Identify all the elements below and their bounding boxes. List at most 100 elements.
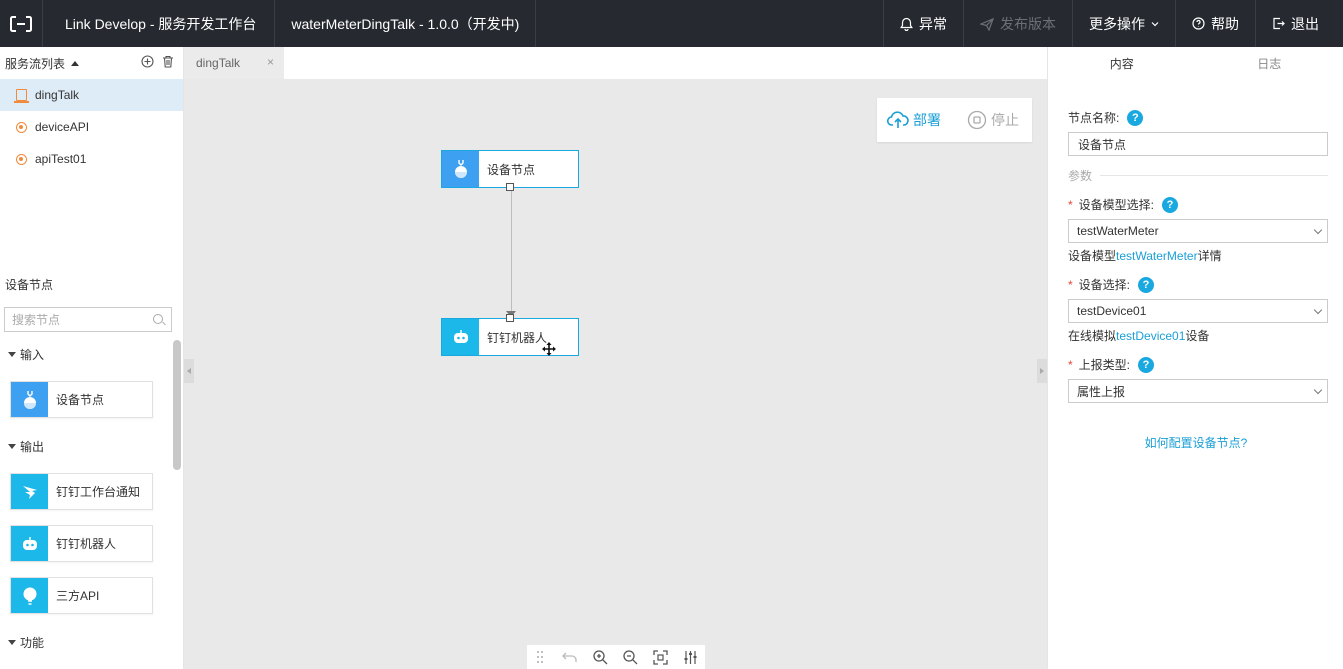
node-label: 钉钉机器人 <box>487 330 548 345</box>
collapse-left-handle[interactable] <box>184 359 194 383</box>
editor-tab-bar: dingTalk × <box>184 47 1047 79</box>
palette-scrollbar[interactable] <box>173 340 181 470</box>
params-label: 参数 <box>1068 169 1093 183</box>
input-port[interactable] <box>506 314 514 322</box>
chevron-down-icon <box>1151 21 1159 26</box>
caret-down-icon <box>8 444 16 449</box>
undo-icon[interactable] <box>561 648 579 666</box>
app-title[interactable]: Link Develop - 服务开发工作台 <box>43 0 276 47</box>
flow-list-header: 服务流列表 <box>0 47 183 79</box>
logo-icon[interactable] <box>0 0 43 47</box>
cloud-upload-icon <box>887 111 909 128</box>
alert-label: 异常 <box>919 15 947 32</box>
palette-item-label: 钉钉工作台通知 <box>56 485 141 499</box>
publish-button[interactable]: 发布版本 <box>963 0 1072 47</box>
palette-dingding-robot[interactable]: 钉钉机器人 <box>10 525 153 562</box>
node-search-input[interactable]: 搜索节点 <box>4 307 172 332</box>
flow-edge[interactable] <box>511 191 512 314</box>
group-function[interactable]: 功能 <box>8 634 44 651</box>
caret-up-icon[interactable] <box>71 60 80 66</box>
drag-handle-icon[interactable] <box>531 648 549 666</box>
trash-icon <box>163 55 173 68</box>
zoom-in-icon[interactable] <box>591 648 609 666</box>
node-section-title: 设备节点 <box>5 278 54 292</box>
add-flow-button[interactable] <box>141 55 154 71</box>
node-name-field[interactable]: 设备节点 <box>1068 132 1328 156</box>
send-icon <box>980 17 994 31</box>
flow-item-label: dingTalk <box>35 88 80 102</box>
api-icon <box>11 578 48 613</box>
help-icon[interactable]: ? <box>1162 196 1179 213</box>
more-actions-dropdown[interactable]: 更多操作 <box>1072 0 1175 47</box>
stop-label: 停止 <box>991 112 1019 128</box>
logout-icon <box>1273 17 1285 30</box>
report-type-select[interactable]: 属性上报 <box>1068 379 1328 403</box>
top-bar: Link Develop - 服务开发工作台 waterMeterDingTal… <box>0 0 1343 47</box>
collapse-right-handle[interactable] <box>1037 359 1047 383</box>
output-port[interactable] <box>506 183 514 191</box>
logout-button[interactable]: 退出 <box>1255 0 1343 47</box>
logout-label: 退出 <box>1291 15 1319 32</box>
node-name-label: 节点名称: <box>1068 111 1120 125</box>
tab-dingtalk[interactable]: dingTalk × <box>184 47 284 79</box>
flow-list-title[interactable]: 服务流列表 <box>5 56 66 71</box>
search-icon[interactable] <box>153 314 163 324</box>
help-circle-icon <box>1192 17 1205 30</box>
required-mark: * <box>1068 277 1073 292</box>
help-label: 帮助 <box>1211 15 1239 32</box>
canvas-node-robot[interactable]: 钉钉机器人 <box>441 318 579 356</box>
flow-item-dingtalk[interactable]: dingTalk <box>0 79 183 111</box>
device-select[interactable]: testDevice01 <box>1068 299 1328 323</box>
palette-device-node[interactable]: 设备节点 <box>10 381 153 418</box>
settings-sliders-icon[interactable] <box>681 648 699 666</box>
zoom-out-icon[interactable] <box>621 648 639 666</box>
required-mark: * <box>1068 357 1073 372</box>
alert-button[interactable]: 异常 <box>883 0 963 47</box>
canvas-node-device[interactable]: 设备节点 <box>441 150 579 188</box>
node-palette: 输入 设备节点 输出 钉钉工作台通知 钉钉机器人 <box>0 340 172 669</box>
help-button[interactable]: 帮助 <box>1175 0 1255 47</box>
model-detail-link[interactable]: testWaterMeter <box>1116 249 1198 263</box>
group-function-label: 功能 <box>20 636 45 650</box>
help-icon[interactable]: ? <box>1138 276 1155 293</box>
deploy-label: 部署 <box>913 112 941 128</box>
dingtalk-icon <box>11 474 48 509</box>
node-label: 设备节点 <box>487 162 536 177</box>
help-icon[interactable]: ? <box>1138 356 1155 373</box>
flow-circle-icon <box>16 153 27 165</box>
flow-canvas[interactable]: 部署 停止 设备节点 钉钉机器人 <box>184 79 1047 669</box>
fit-view-icon[interactable] <box>651 648 669 666</box>
device-note-suffix: 设备 <box>1185 329 1210 343</box>
flow-item-apitest01[interactable]: apiTest01 <box>0 143 183 175</box>
publish-label: 发布版本 <box>1000 15 1056 32</box>
move-cursor-icon <box>542 342 556 356</box>
config-help-link[interactable]: 如何配置设备节点? <box>1144 436 1248 450</box>
chevron-down-icon <box>1313 385 1323 395</box>
divider-line <box>1100 175 1328 176</box>
delete-flow-button[interactable] <box>162 55 174 71</box>
flow-item-deviceapi[interactable]: deviceAPI <box>0 111 183 143</box>
device-sim-link[interactable]: testDevice01 <box>1116 329 1186 343</box>
tab-content[interactable]: 内容 <box>1109 56 1134 71</box>
stop-button[interactable]: 停止 <box>967 110 1019 130</box>
model-label-row: * 设备模型选择: ? <box>1068 196 1179 213</box>
model-note-prefix: 设备模型 <box>1068 249 1117 263</box>
model-select[interactable]: testWaterMeter <box>1068 219 1328 243</box>
palette-third-api[interactable]: 三方API <box>10 577 153 614</box>
close-icon[interactable]: × <box>266 55 274 69</box>
report-label-row: * 上报类型: ? <box>1068 356 1155 373</box>
group-input-label: 输入 <box>20 348 45 362</box>
add-circle-icon <box>141 55 154 68</box>
model-select-value: testWaterMeter <box>1077 224 1159 238</box>
deploy-button[interactable]: 部署 <box>887 110 941 130</box>
node-name-label-row: 节点名称: ? <box>1068 109 1144 126</box>
caret-down-icon <box>8 352 16 357</box>
tab-log[interactable]: 日志 <box>1257 56 1282 71</box>
group-input[interactable]: 输入 <box>8 346 44 363</box>
flow-item-label: deviceAPI <box>35 120 90 134</box>
palette-dingding-notify[interactable]: 钉钉工作台通知 <box>10 473 153 510</box>
help-icon[interactable]: ? <box>1127 109 1144 126</box>
group-output[interactable]: 输出 <box>8 438 44 455</box>
chevron-down-icon <box>1313 225 1323 235</box>
caret-down-icon <box>8 640 16 645</box>
